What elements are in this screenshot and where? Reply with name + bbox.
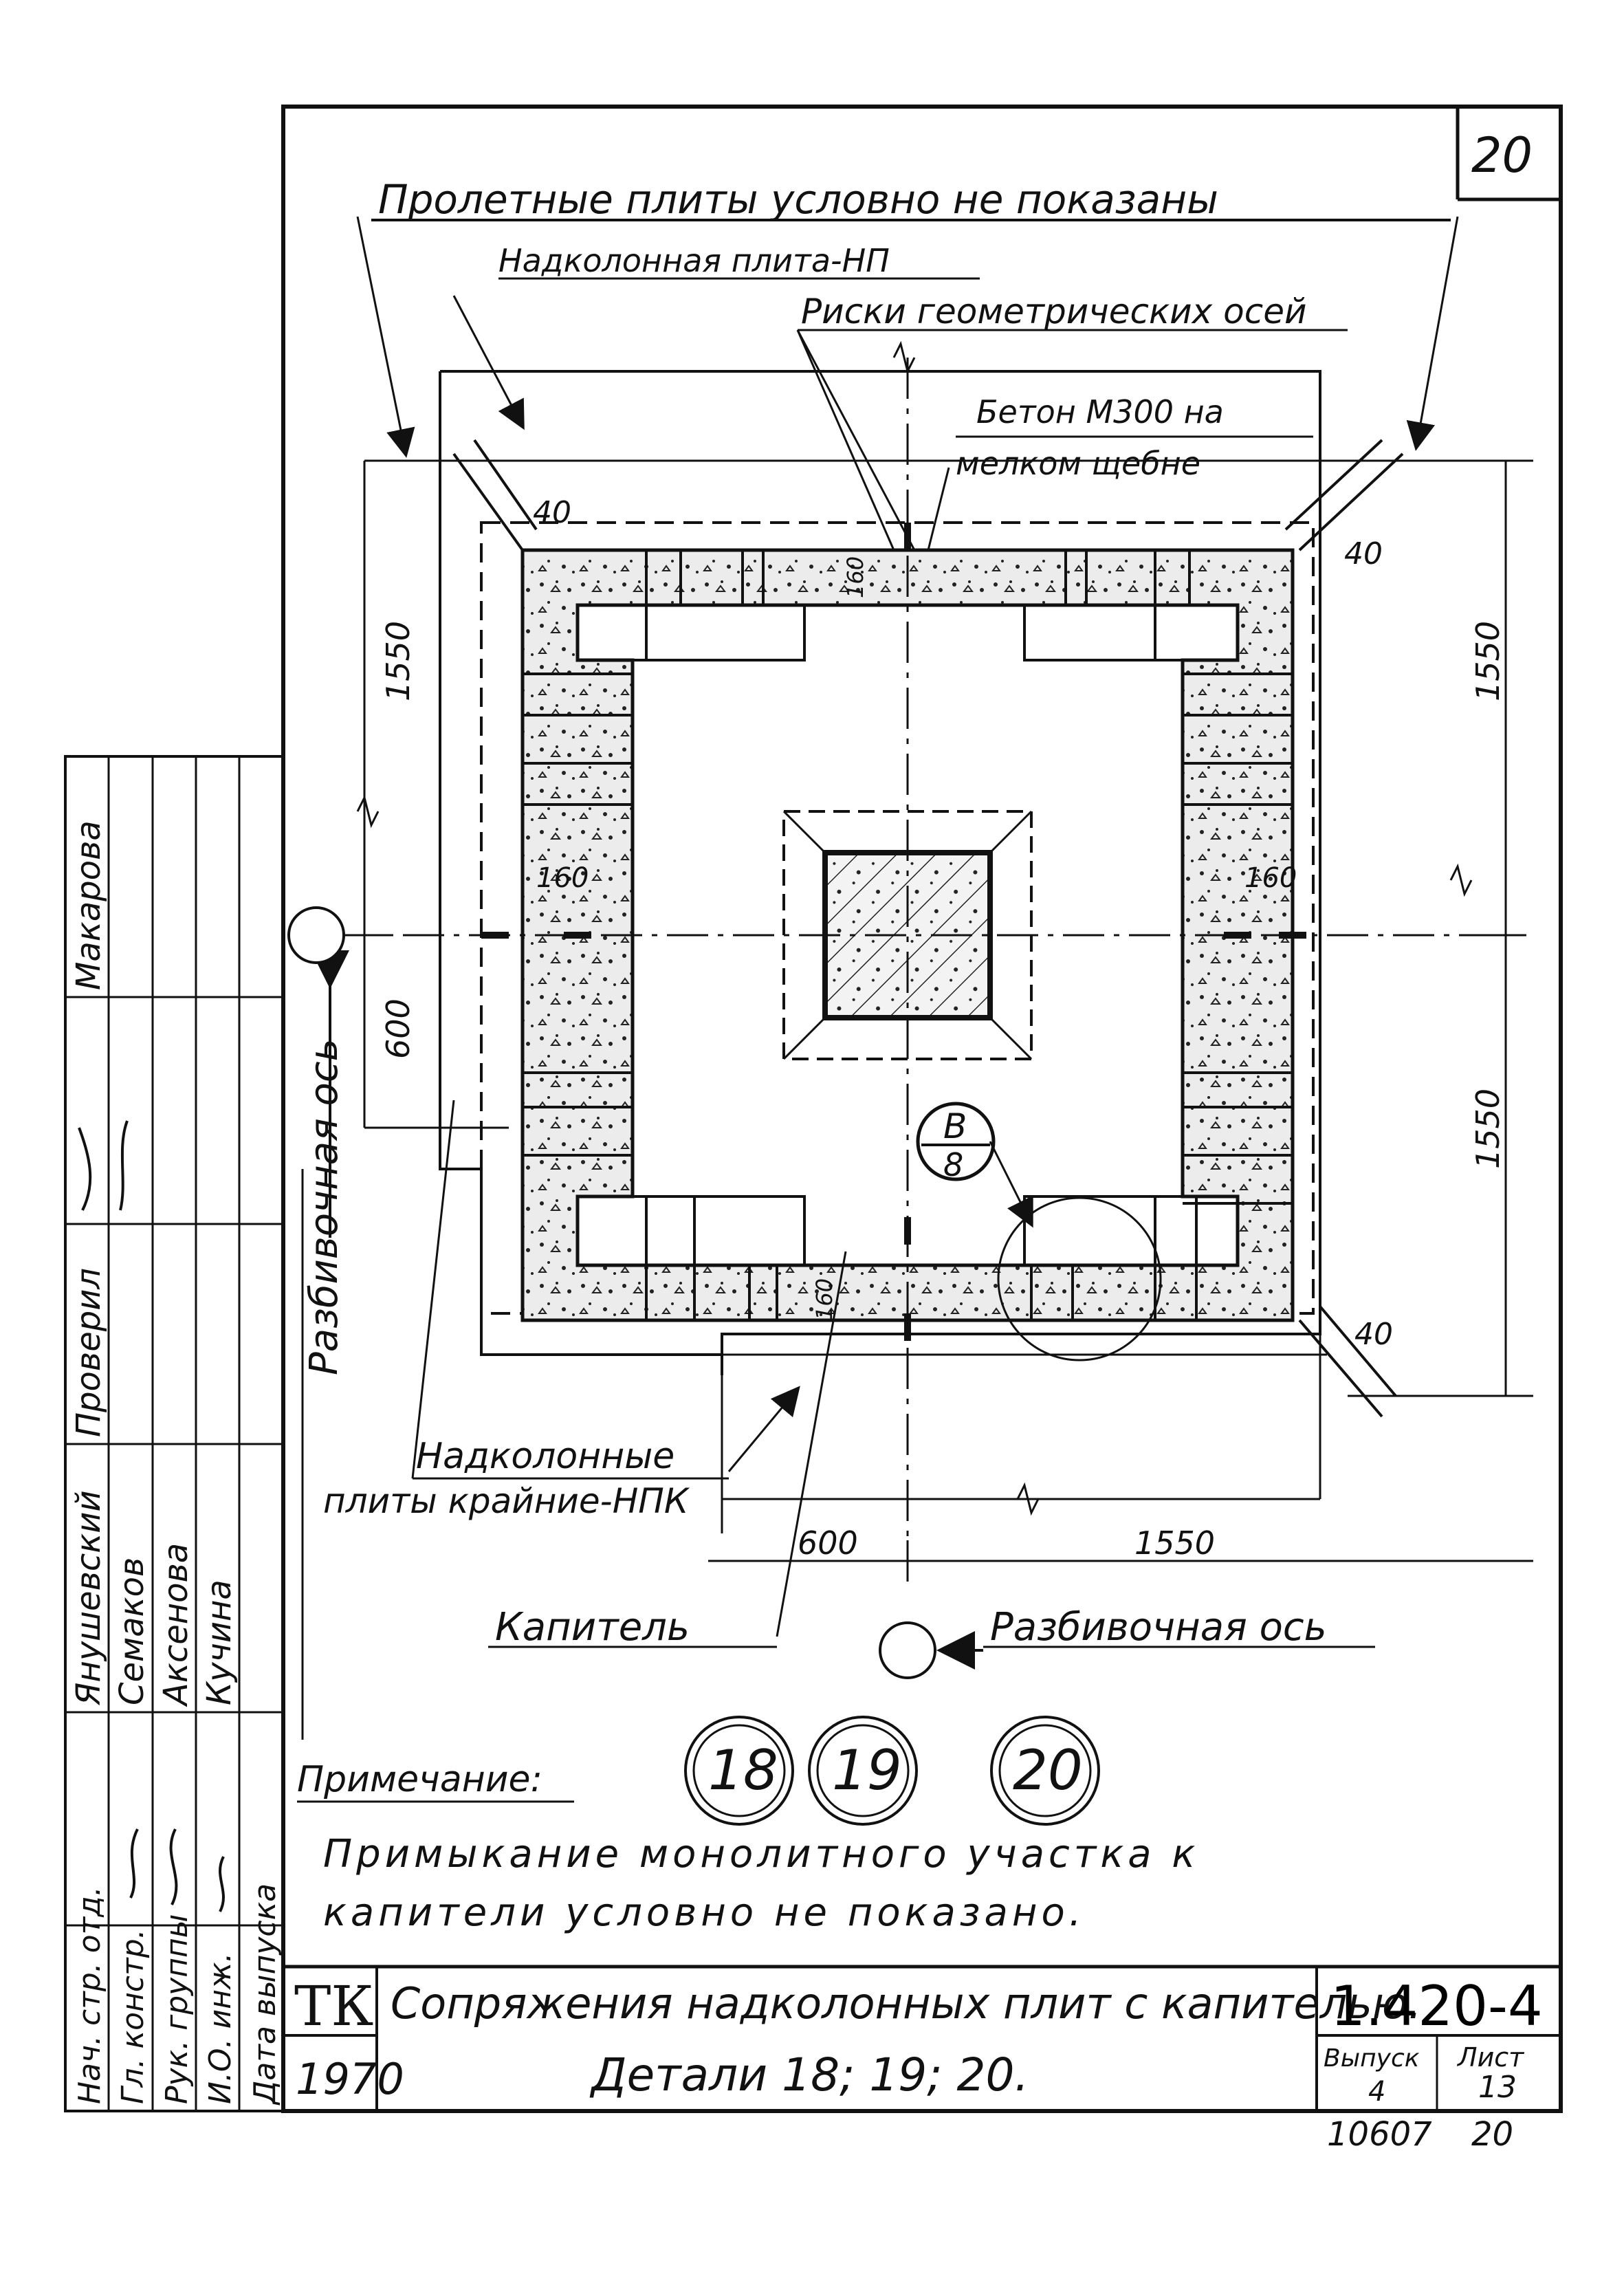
note-heading: Примечание:: [297, 1759, 542, 1800]
sheet-label: Лист: [1456, 2042, 1525, 2073]
dim-right-upper: 1550: [1469, 621, 1506, 701]
year: 1970: [296, 2054, 404, 2104]
role-4: И.О. инж.: [203, 1953, 238, 2105]
issue-number: 4: [1368, 2076, 1385, 2108]
sheet-frame: [281, 105, 1563, 2113]
inventory-number: 10607: [1327, 2115, 1432, 2154]
role-1: Нач. стр. отд.: [72, 1886, 107, 2104]
block-joints: [523, 550, 1293, 1320]
detail-19: 19: [832, 1738, 902, 1802]
label-layout-axis-bottom: Разбивочная ось: [990, 1605, 1327, 1650]
org-code: ТК: [294, 1974, 373, 2038]
dim-bottom-left: 600: [798, 1524, 858, 1562]
label-edge-slabs-1: Надколонные: [416, 1436, 674, 1477]
name-2: Семаков: [113, 1557, 151, 1705]
detail-20: 20: [1013, 1738, 1083, 1802]
detail-callout: [916, 1102, 1162, 1362]
dim-gap-bottom-right: 40: [1354, 1317, 1393, 1352]
dim-gap-top-left: 40: [533, 495, 571, 530]
detail-18: 18: [708, 1738, 778, 1802]
plan-drawing: [287, 216, 1533, 1740]
role-5: Дата выпуска: [248, 1883, 283, 2106]
name-3: Аксенова: [157, 1543, 195, 1707]
title-block: ТК 1970 Сопряжения надколонных плит с ка…: [283, 1965, 1561, 2154]
dim-inner-right: 160: [1244, 862, 1297, 894]
label-edge-slabs-2: плиты крайние-НПК: [323, 1481, 690, 1521]
corner-number: 20: [1471, 127, 1533, 184]
title-line-2: Детали 18; 19; 20.: [589, 2048, 1029, 2101]
role-3: Рук. группы: [160, 1914, 195, 2104]
dim-left-lower: 600: [380, 998, 417, 1059]
note-line-2: капители условно не показано.: [323, 1890, 1086, 1935]
title-line-1: Сопряжения надколонных плит с капителью.: [391, 1978, 1422, 2029]
dim-bottom-right: 1550: [1134, 1524, 1215, 1562]
label-column-slab: Надколонная плита-НП: [498, 242, 890, 279]
gap-strip-top-right: [1284, 439, 1404, 551]
dim-right-lower: 1550: [1469, 1089, 1506, 1169]
label-capital: Капитель: [495, 1605, 690, 1650]
detail-numbers: 18 19 20: [684, 1716, 1100, 1826]
gap-strip-top-left: [452, 439, 538, 551]
page-number: 20: [1471, 2115, 1513, 2154]
axis-bubble-bottom: [879, 1621, 936, 1679]
dim-inner-left: 160: [536, 862, 589, 894]
signature-marks: [78, 1120, 225, 1912]
label-layout-axis-left: Разбивочная ось: [302, 1038, 347, 1375]
label-concrete-1: Бетон М300 на: [976, 393, 1224, 430]
series-number: 1.420-4: [1330, 1974, 1543, 2038]
note-line-1: Примыкание монолитного участка к: [323, 1832, 1199, 1877]
name-4: Кучина: [200, 1579, 239, 1705]
detail-callout-bottom: 8: [943, 1146, 963, 1183]
label-axis-marks: Риски геометрических осей: [801, 292, 1307, 331]
dim-gap-top-right: 40: [1344, 536, 1383, 571]
issue-label: Выпуск: [1324, 2044, 1420, 2073]
name-1: Янушевский: [69, 1490, 108, 1706]
checked-by: Макарова: [69, 820, 108, 990]
dim-inner-top: 160: [842, 556, 868, 598]
label-concrete-2: мелком щебне: [956, 445, 1200, 482]
sheet-number: 13: [1478, 2070, 1517, 2105]
gap-strip-bottom-right: [1298, 1305, 1397, 1418]
detail-callout-top: В: [943, 1106, 967, 1146]
dim-inner-bottom: 160: [811, 1278, 837, 1320]
axis-bubble-left: [287, 906, 345, 964]
label-spans-not-shown: Пролетные плиты условно не показаны: [378, 176, 1218, 223]
signature-strip: Нач. стр. отд. Гл. констр. Рук. группы И…: [64, 755, 285, 2112]
inner-opening: [633, 604, 1183, 1265]
checked-label: Проверил: [69, 1268, 108, 1437]
corner-number-box: 20: [1456, 107, 1561, 201]
dim-left-upper: 1550: [380, 621, 417, 701]
role-2: Гл. констр.: [116, 1929, 151, 2104]
